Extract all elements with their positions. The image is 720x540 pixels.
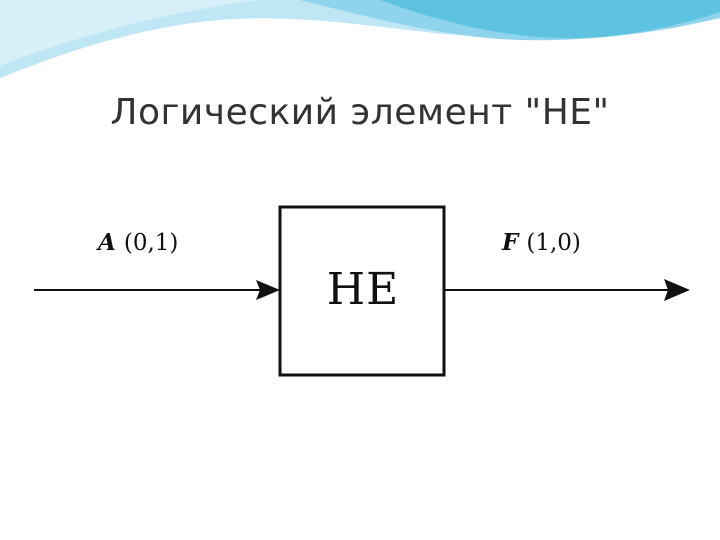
output-values: (1,0) [526,230,581,256]
gate-label: НЕ [326,263,400,315]
output-arrowhead [664,279,690,301]
input-variable: A [98,229,116,256]
slide-title: Логический элемент "НЕ" [110,92,610,133]
not-gate-diagram: A (0,1) НЕ F (1,0) [20,185,710,390]
header-wave-decoration [0,0,720,78]
output-variable: F [502,229,519,256]
output-label: F (1,0) [502,229,581,256]
input-arrowhead [256,280,280,300]
diagram-lines [34,205,690,377]
input-values: (0,1) [123,230,179,256]
gate-box [278,205,446,377]
input-label: A (0,1) [98,229,178,256]
